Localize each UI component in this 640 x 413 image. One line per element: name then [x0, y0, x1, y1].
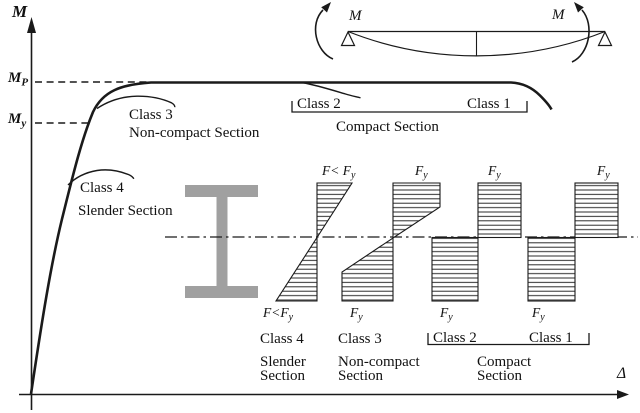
stress-class3-top-label: Fy: [414, 163, 428, 181]
mp-label: MP: [7, 70, 28, 89]
class1-plateau-label: Class 1: [467, 96, 511, 112]
my-label: My: [7, 111, 26, 130]
stress-class4-top-shape: [316, 182, 354, 240]
class3-curve-label: Class 3: [129, 107, 173, 123]
main-moment-curve: [29, 81, 553, 395]
y-axis-arrowhead: [27, 17, 36, 33]
stress-class1-bottom-shape: [527, 236, 576, 302]
x-axis-arrowhead: [617, 390, 629, 399]
bottom-class4-line1: Slender: [260, 354, 306, 370]
i-beam-web: [216, 196, 228, 287]
right-moment-arrowhead-icon: [574, 2, 584, 13]
beam-right-moment-label: M: [551, 7, 566, 23]
class4-curve-label: Class 4: [80, 180, 124, 196]
beam-left-moment-label: M: [348, 8, 363, 24]
class2-plateau-label: Class 2: [297, 96, 341, 112]
class3-curve-sublabel: Non-compact Section: [129, 125, 260, 141]
beam-right-support: [597, 30, 613, 47]
left-moment-arrowhead-icon: [321, 2, 331, 13]
i-beam-section: [185, 185, 258, 298]
left-moment-arrow-icon: [314, 9, 334, 60]
bottom-class4-name: Class 4: [260, 331, 304, 347]
bottom-class3-line1: Non-compact: [338, 354, 420, 370]
stress-class1-top-label: Fy: [596, 163, 610, 181]
stress-class1-bottom-label: Fy: [531, 305, 545, 323]
class3-curve: [96, 95, 176, 110]
stress-class2-bottom-shape: [431, 236, 479, 302]
y-axis-label: M: [11, 2, 28, 21]
stress-class2-top-label: Fy: [487, 163, 501, 181]
right-moment-arrow-icon: [571, 9, 590, 63]
y-axis: [27, 17, 36, 410]
x-axis-label: Δ: [616, 365, 626, 382]
stress-class4-bottom-shape: [274, 235, 318, 302]
i-beam-top-flange: [185, 185, 258, 197]
bottom-compact-line1: Compact: [477, 354, 532, 370]
stress-class2-bottom-label: Fy: [439, 305, 453, 323]
stress-diagrams: [274, 182, 619, 302]
stress-class2-top-shape: [477, 182, 522, 239]
bottom-class2-name: Class 2: [433, 330, 477, 346]
bottom-class3-name: Class 3: [338, 331, 382, 347]
x-axis: [19, 390, 629, 399]
class2-curve-tail: [301, 81, 361, 99]
stress-class3-top-shape: [392, 182, 441, 240]
i-beam-bottom-flange: [185, 286, 258, 298]
class4-curve: [67, 169, 135, 186]
compact-section-label: Compact Section: [336, 119, 439, 135]
beam-diagram: M M: [314, 2, 613, 63]
bottom-compact-line2: Section: [477, 368, 522, 384]
bottom-class1-name: Class 1: [529, 330, 573, 346]
stress-class3-bottom-shape: [341, 236, 394, 302]
bottom-class4-line2: Section: [260, 368, 305, 384]
class4-curve-sublabel: Slender Section: [78, 203, 173, 219]
bottom-class3-line2: Section: [338, 368, 383, 384]
bottom-compact-bracket: [427, 333, 590, 346]
beam-left-support: [340, 30, 356, 47]
stress-class4-top-label: F< Fy: [321, 163, 356, 181]
compact-section-bracket: [291, 101, 528, 113]
stress-class1-top-shape: [574, 182, 619, 239]
stress-class3-bottom-label: Fy: [349, 305, 363, 323]
stress-class4-bottom-label: F<Fy: [262, 305, 294, 323]
